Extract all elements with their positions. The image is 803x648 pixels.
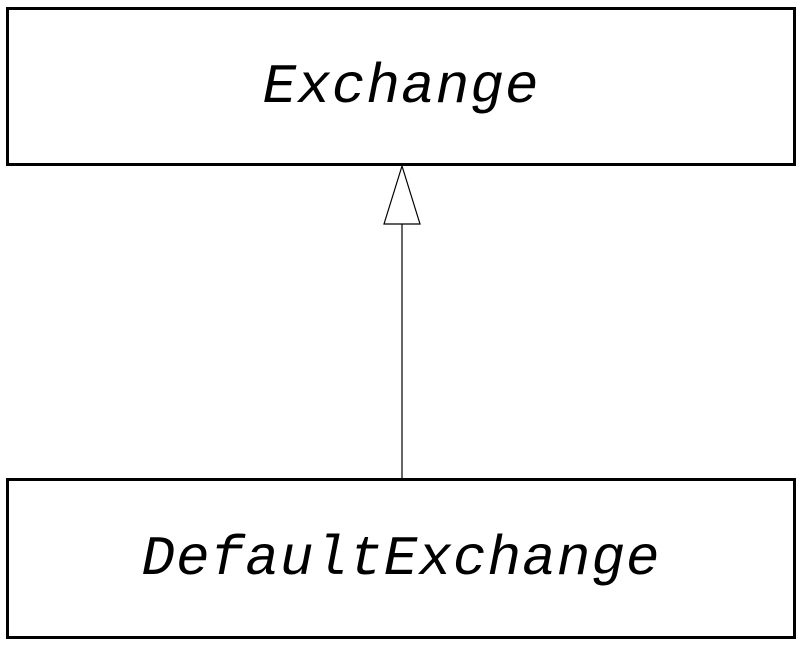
class-box-default-exchange: DefaultExchange <box>6 478 796 639</box>
class-name-default-exchange: DefaultExchange <box>141 526 661 591</box>
class-box-exchange: Exchange <box>6 7 796 166</box>
class-name-exchange: Exchange <box>262 54 540 119</box>
generalization-arrowhead <box>383 163 421 225</box>
